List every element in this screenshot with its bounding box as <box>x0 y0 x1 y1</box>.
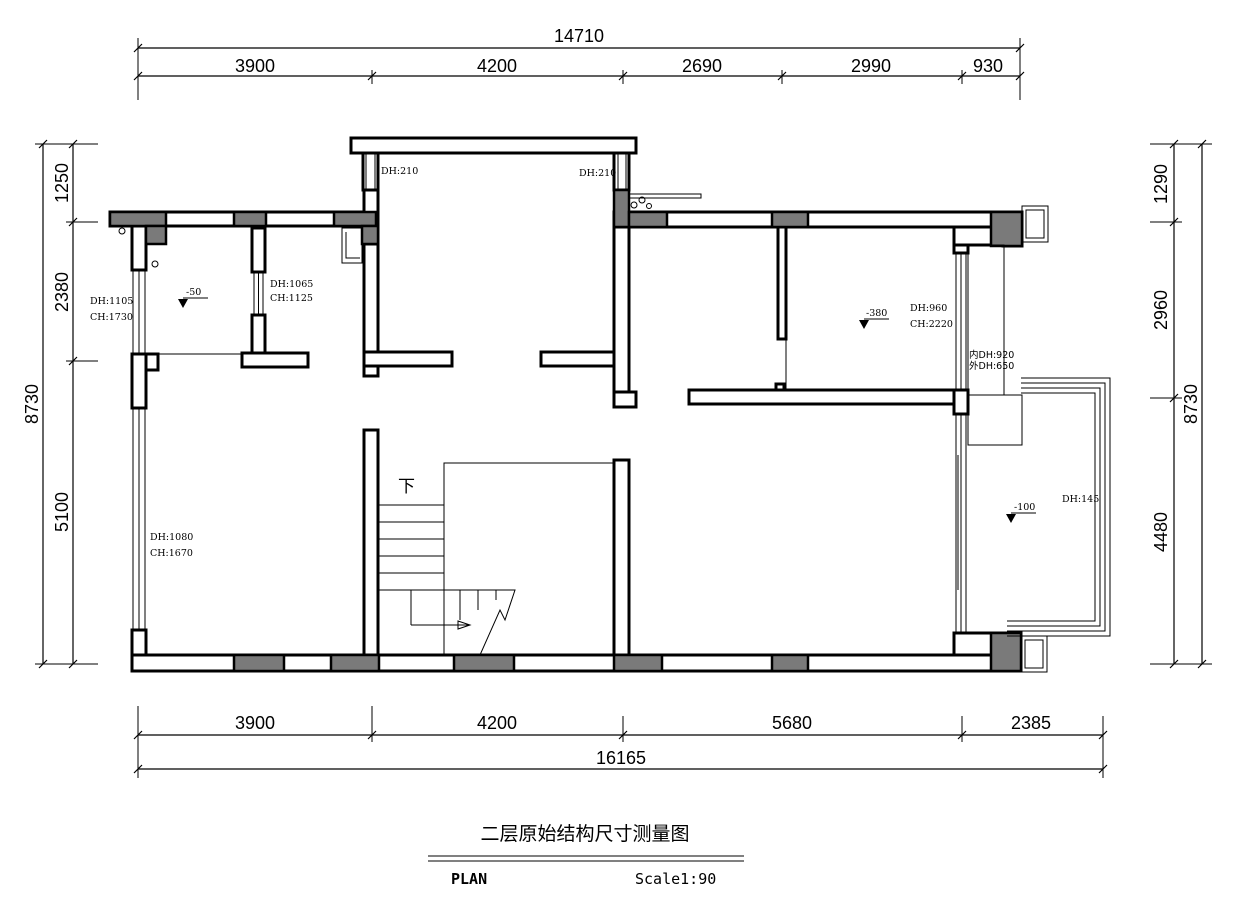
level-balcony: -100 <box>1014 502 1035 513</box>
drawing-title: 二层原始结构尺寸测量图 <box>480 823 689 845</box>
dim-bottom-seg-4: 2385 <box>1011 713 1051 733</box>
note-balcony-dh: DH:145 <box>1062 494 1099 505</box>
level-markers: -50 -380 -100 <box>178 287 1036 523</box>
level-left-room: -50 <box>186 287 201 298</box>
plan-label: PLAN <box>451 870 487 888</box>
right-dimension-chain: 1290 2960 4480 8730 <box>1150 139 1212 669</box>
dim-right-total: 8730 <box>1181 384 1201 424</box>
dim-top-total: 14710 <box>554 26 604 46</box>
staircase: 下 <box>378 462 615 656</box>
dim-right-seg-3: 4480 <box>1151 512 1171 552</box>
dim-top-seg-1: 3900 <box>235 56 275 76</box>
dim-right-seg-2: 2960 <box>1151 290 1171 330</box>
note-inner-window-ch: CH:1125 <box>270 293 313 304</box>
top-dimension-chain: 14710 3900 4200 2690 2990 930 <box>133 26 1025 100</box>
dim-top-seg-3: 2690 <box>682 56 722 76</box>
dim-bottom-seg-2: 4200 <box>477 713 517 733</box>
note-right-room-dh: DH:960 <box>910 303 947 314</box>
note-lower-window-dh: DH:1080 <box>150 532 193 543</box>
note-lower-window-ch: CH:1670 <box>150 548 193 559</box>
stair-down-label: 下 <box>398 477 415 497</box>
note-inner-window-dh: DH:1065 <box>270 279 313 290</box>
dim-left-seg-1: 1250 <box>52 163 72 203</box>
dim-right-seg-1: 1290 <box>1151 164 1171 204</box>
level-right-room: -380 <box>866 308 887 319</box>
structural-columns <box>108 188 1024 673</box>
dim-top-seg-4: 2990 <box>851 56 891 76</box>
scale-label: Scale1:90 <box>635 870 716 888</box>
dim-left-total: 8730 <box>22 384 42 424</box>
windows <box>132 152 967 634</box>
level-marker-right <box>859 320 869 329</box>
dim-bottom-seg-1: 3900 <box>235 713 275 733</box>
dim-bottom-seg-3: 5680 <box>772 713 812 733</box>
dim-top-seg-5: 930 <box>973 56 1003 76</box>
note-dh-210-left: DH:210 <box>381 166 418 177</box>
dim-left-seg-2: 2380 <box>52 272 72 312</box>
opening-annotations: DH:210 DH:210 DH:1105 CH:1730 DH:1065 CH… <box>90 166 1099 559</box>
note-dh-210-right: DH:210 <box>579 168 616 179</box>
balcony-outline <box>1007 377 1111 637</box>
dim-top-seg-2: 4200 <box>477 56 517 76</box>
bottom-dimension-chain: 3900 4200 5680 2385 16165 <box>133 706 1108 778</box>
left-dimension-chain: 1250 2380 5100 8730 <box>22 139 98 669</box>
note-outer-dh: 外DH:650 <box>969 360 1014 372</box>
title-block: 二层原始结构尺寸测量图 PLAN Scale1:90 <box>428 823 744 888</box>
level-marker-left <box>178 299 188 308</box>
note-inner-dh: 内DH:920 <box>969 349 1014 361</box>
note-right-room-ch: CH:2220 <box>910 319 953 330</box>
note-left-window-ch: CH:1730 <box>90 312 133 323</box>
dim-bottom-total: 16165 <box>596 748 646 768</box>
dim-left-seg-3: 5100 <box>52 492 72 532</box>
level-marker-balcony <box>1006 514 1016 523</box>
note-left-window-dh: DH:1105 <box>90 296 133 307</box>
fixtures <box>118 193 1049 673</box>
